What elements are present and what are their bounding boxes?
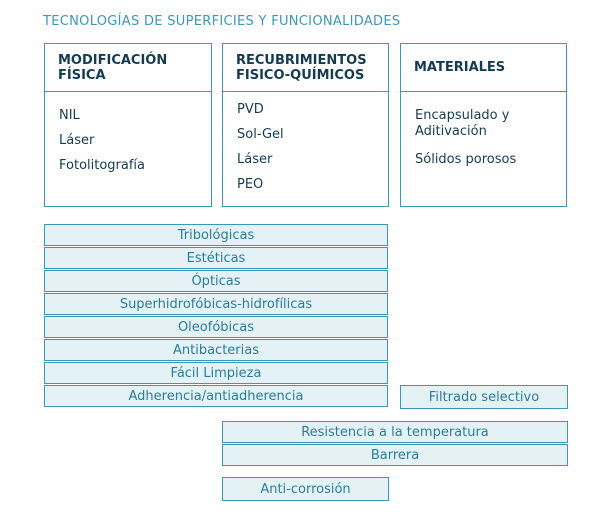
list-item: NIL <box>59 108 80 123</box>
functionality-bar: Superhidrofóbicas-hidrofílicas <box>44 293 388 315</box>
column-modificacion-fisica: MODIFICACIÓN FÍSICA NIL Láser Fotolitogr… <box>44 43 212 207</box>
list-item: PEO <box>237 177 264 192</box>
column-header: RECUBRIMIENTOS FISICO-QUÍMICOS <box>223 44 388 92</box>
list-item: Fotolitografía <box>59 158 146 173</box>
functionality-bar: Tribológicas <box>44 224 388 246</box>
column-header: MATERIALES <box>401 44 566 92</box>
functionality-bar: Adherencia/antiadherencia <box>44 385 388 407</box>
filtrado-selectivo-bar: Filtrado selectivo <box>400 385 568 409</box>
functionality-bar: Oleofóbicas <box>44 316 388 338</box>
column-recubrimientos: RECUBRIMIENTOS FISICO-QUÍMICOS PVD Sol-G… <box>222 43 389 207</box>
barrera-bar: Barrera <box>222 444 568 466</box>
column-header-line: FISICO-QUÍMICOS <box>236 67 365 83</box>
functionality-bar: Antibacterias <box>44 339 388 361</box>
diagram-title: TECNOLOGÍAS DE SUPERFICIES Y FUNCIONALID… <box>43 14 401 29</box>
resistencia-temperatura-bar: Resistencia a la temperatura <box>222 421 568 443</box>
column-header-line: FÍSICA <box>58 67 106 83</box>
list-item: Sol-Gel <box>237 127 284 142</box>
functionality-bar: Fácil Limpieza <box>44 362 388 384</box>
column-header-line: MATERIALES <box>414 60 506 75</box>
list-item: Láser <box>59 133 95 148</box>
column-header: MODIFICACIÓN FÍSICA <box>45 44 211 92</box>
column-header-line: MODIFICACIÓN <box>58 52 168 68</box>
column-header-line: RECUBRIMIENTOS <box>236 52 367 68</box>
functionality-bar: Ópticas <box>44 270 388 292</box>
functionality-bar: Estéticas <box>44 247 388 269</box>
anti-corrosion-bar: Anti-corrosión <box>222 477 389 501</box>
list-item: Encapsulado y Aditivación <box>415 108 510 139</box>
list-item: Sólidos porosos <box>415 152 517 167</box>
column-materiales: MATERIALES Encapsulado y Aditivación Sól… <box>400 43 567 207</box>
list-item: Láser <box>237 152 273 167</box>
list-item: PVD <box>237 102 264 117</box>
